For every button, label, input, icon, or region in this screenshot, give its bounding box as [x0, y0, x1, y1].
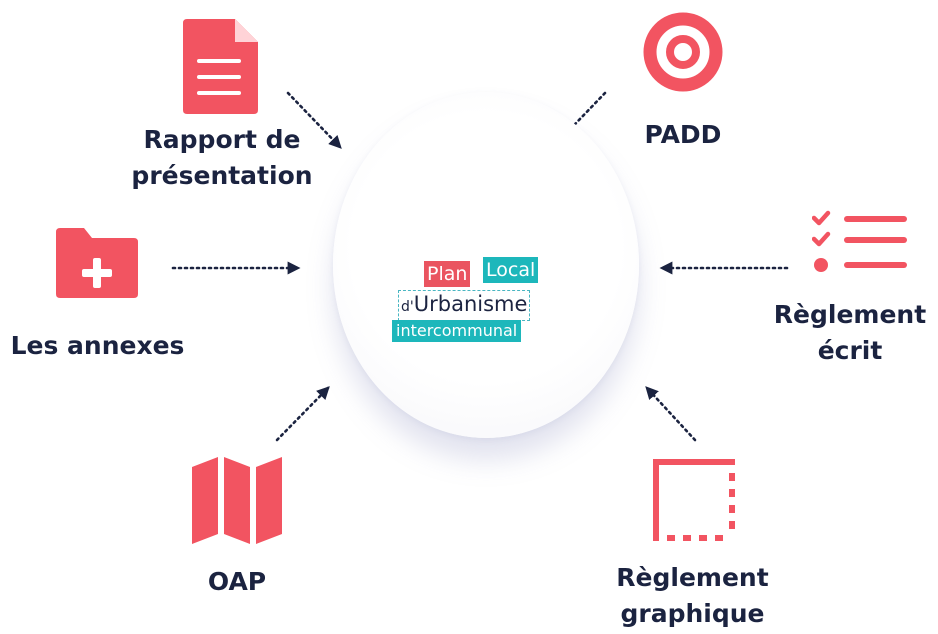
oap-line1: OAP — [207, 567, 267, 596]
reglement-ecrit-line1: Règlement — [773, 300, 927, 329]
logo-urbanisme-line: d'Urbanisme — [398, 290, 531, 321]
plu-logo: Plan Local d'Urbanisme intercommunal — [390, 253, 580, 348]
logo-intercommunal: intercommunal — [392, 320, 522, 342]
dotted-frame-icon — [653, 459, 735, 541]
document-icon — [183, 19, 258, 114]
node-annexes-label: Les annexes — [5, 328, 190, 364]
node-reglement-graphique-label: Règlement graphique — [600, 560, 785, 632]
reglement-ecrit-line2: écrit — [817, 336, 883, 365]
logo-local: Local — [483, 257, 539, 283]
folder-plus-icon — [56, 228, 138, 298]
arrow-reglement-graphique — [645, 386, 697, 442]
rapport-line1: Rapport de — [143, 125, 301, 154]
reglement-graphique-line1: Règlement — [616, 563, 769, 592]
logo-urbanisme: Urbanisme — [413, 292, 528, 316]
map-icon — [192, 457, 282, 544]
padd-line1: PADD — [644, 120, 722, 149]
node-padd-label: PADD — [633, 117, 733, 153]
rapport-line2: présentation — [131, 161, 313, 190]
node-reglement-ecrit-label: Règlement écrit — [770, 297, 930, 369]
target-icon — [643, 12, 723, 92]
node-rapport-label: Rapport de présentation — [122, 122, 322, 194]
logo-plan: Plan — [424, 261, 471, 287]
checklist-icon — [812, 210, 907, 272]
arrow-rapport — [286, 91, 342, 149]
node-oap-label: OAP — [187, 564, 287, 600]
logo-d: d' — [401, 299, 414, 315]
annexes-line1: Les annexes — [10, 331, 185, 360]
arrow-oap — [275, 386, 330, 442]
reglement-graphique-line2: graphique — [620, 599, 765, 628]
